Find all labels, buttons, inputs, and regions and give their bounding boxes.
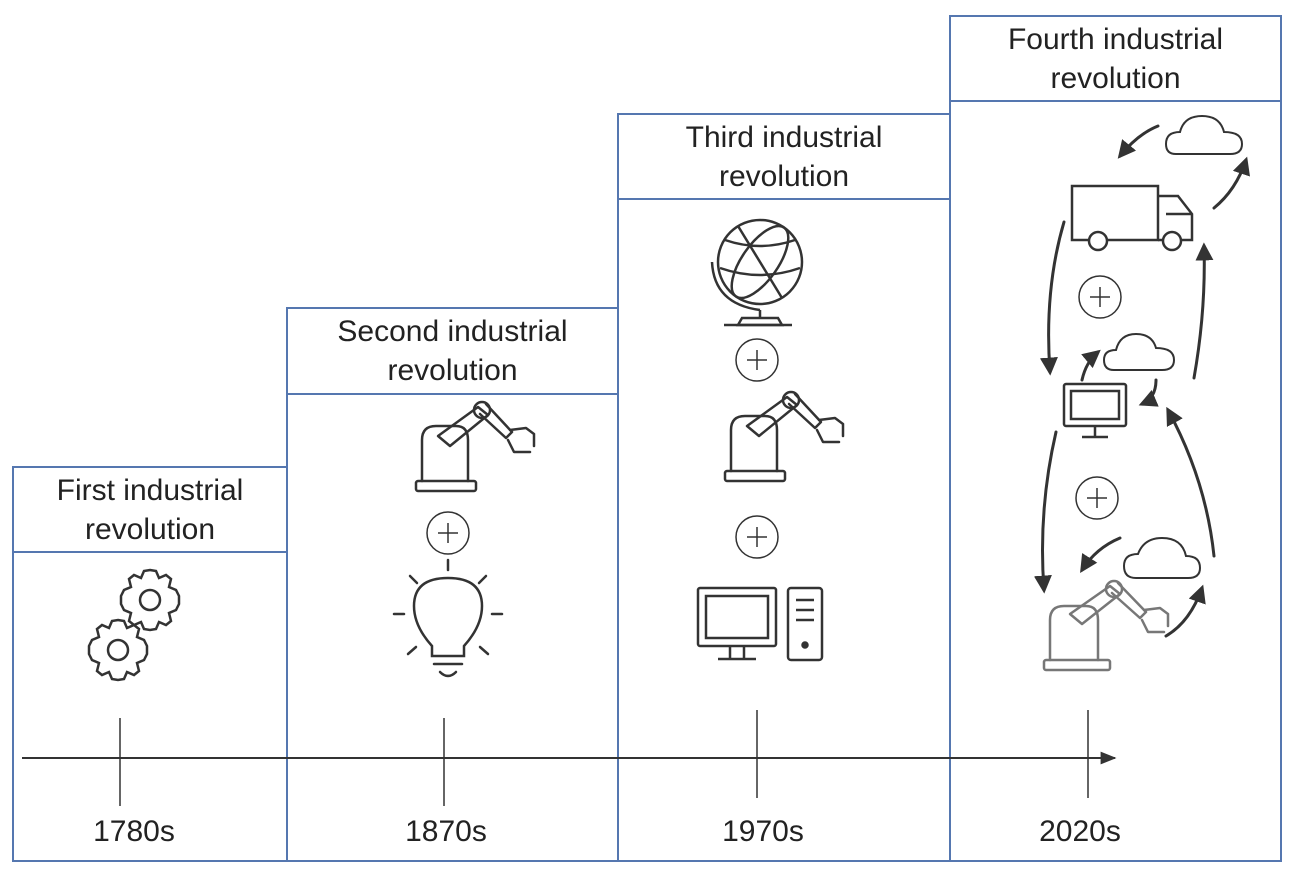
robot-arm-icon [1042, 579, 1170, 672]
year-label-1970s: 1970s [722, 815, 804, 848]
cloud-icon [1122, 536, 1202, 579]
title-line: revolution [718, 159, 850, 193]
robot-arm-icon [723, 390, 845, 483]
title-line: revolution [1050, 61, 1181, 95]
gear-icon [119, 568, 181, 632]
cloud-icon [1102, 332, 1176, 371]
plus-icon [735, 338, 779, 382]
stage-title-fourth: Fourth industrial revolution [949, 15, 1282, 102]
plus-icon [1075, 476, 1119, 520]
plus-icon [735, 515, 779, 559]
truck-icon [1070, 184, 1194, 252]
stage-title-second: Second industrial revolution [286, 307, 619, 395]
title-line: First industrial [56, 473, 244, 507]
year-label-2020s: 2020s [1039, 815, 1121, 848]
plus-icon [426, 511, 470, 555]
robot-arm-icon [414, 400, 536, 493]
title-line: revolution [84, 512, 216, 546]
cycle-arrow-icon [1033, 124, 1250, 638]
title-line: Fourth industrial [1007, 22, 1224, 56]
title-line: Second industrial [337, 315, 568, 348]
cloud-icon [1164, 114, 1244, 155]
title-line: revolution [387, 354, 518, 387]
light-bulb-icon [392, 558, 504, 678]
plus-icon [1078, 275, 1122, 319]
gear-icon [87, 618, 149, 682]
computer-icon [696, 586, 824, 662]
title-line: Third industrial [685, 120, 883, 154]
year-label-1870s: 1870s [405, 815, 487, 848]
stage-title-first: First industrial revolution [12, 466, 288, 553]
year-label-1780s: 1780s [93, 815, 175, 848]
globe-icon [710, 218, 804, 327]
monitor-icon [1062, 382, 1128, 439]
stage-title-third: Third industrial revolution [617, 113, 951, 200]
